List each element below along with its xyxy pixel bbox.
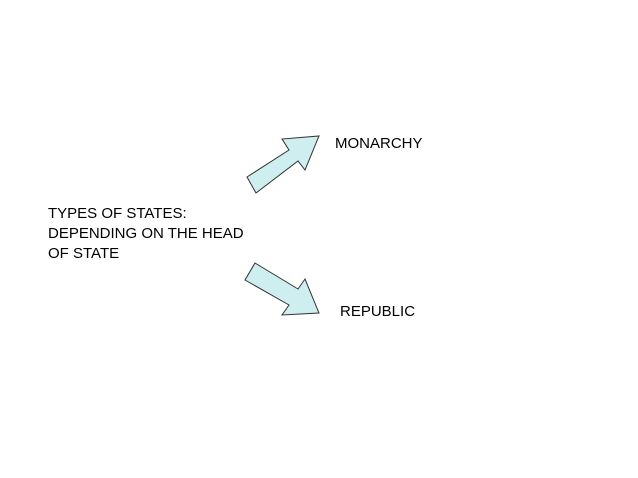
- source-label-line-1: TYPES OF STATES:: [48, 205, 187, 222]
- target-label-monarchy: MONARCHY: [335, 135, 423, 152]
- arrow-to-monarchy: [246, 135, 320, 194]
- arrow-to-republic: [244, 262, 320, 316]
- source-label-line-2: DEPENDING ON THE HEAD: [48, 225, 244, 242]
- source-label: TYPES OF STATES: DEPENDING ON THE HEAD O…: [48, 204, 244, 264]
- target-label-republic: REPUBLIC: [340, 303, 416, 320]
- source-label-line-3: OF STATE: [48, 245, 120, 262]
